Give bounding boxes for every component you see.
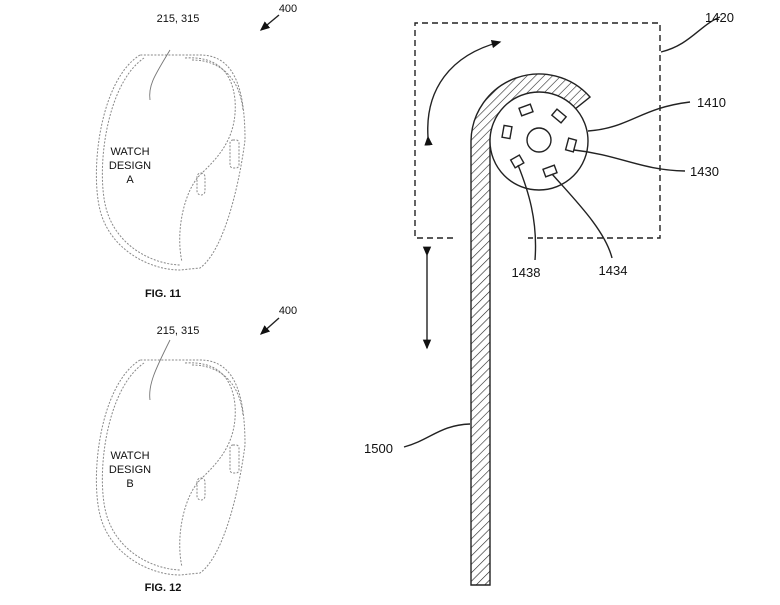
- leader-1434: [551, 173, 613, 259]
- roller-element: [518, 103, 534, 117]
- roller-1410: [489, 91, 589, 191]
- leader-1438: [517, 164, 537, 261]
- leader-1420: [660, 16, 721, 53]
- fig11-reference-400: 400: [279, 3, 297, 15]
- roller-element-1434: [542, 164, 558, 178]
- label-1438: 1438: [512, 265, 541, 280]
- fig11-watch-label-line2: DESIGN: [109, 160, 151, 172]
- fig12-watch-label-line1: WATCH: [110, 450, 149, 462]
- watch-figure-11: [95, 49, 246, 271]
- roller-element-1438: [509, 154, 525, 169]
- leader-1500: [403, 423, 471, 448]
- fig12-reference-215-315: 215, 315: [157, 325, 200, 337]
- fig11-watch-label-line3: A: [126, 174, 134, 186]
- fig12-watch-label-line2: DESIGN: [109, 464, 151, 476]
- fig12-caption: FIG. 12: [145, 582, 182, 594]
- fig11-caption: FIG. 11: [145, 288, 181, 300]
- roller-hub: [526, 127, 552, 153]
- rotation-arrow: [424, 40, 502, 146]
- roller-element-1430: [564, 137, 578, 153]
- label-1434: 1434: [599, 263, 628, 278]
- roller-element: [550, 108, 568, 124]
- fig11-reference-arrow: [259, 14, 280, 31]
- leader-1410: [587, 101, 691, 132]
- fig12-reference-400: 400: [279, 305, 297, 317]
- leader-1430: [573, 149, 686, 172]
- label-1420: 1420: [705, 10, 734, 25]
- roller-element: [501, 124, 513, 140]
- fig11-watch-label-line1: WATCH: [110, 146, 149, 158]
- dashed-region-1420: [414, 22, 661, 239]
- label-1500: 1500: [364, 441, 393, 456]
- fig12-watch-label-line3: B: [126, 478, 133, 490]
- watch-figure-12: [95, 339, 246, 576]
- label-1430: 1430: [690, 164, 719, 179]
- fig12-reference-arrow: [259, 317, 280, 335]
- fig11-reference-215-315: 215, 315: [157, 13, 200, 25]
- label-1410: 1410: [697, 95, 726, 110]
